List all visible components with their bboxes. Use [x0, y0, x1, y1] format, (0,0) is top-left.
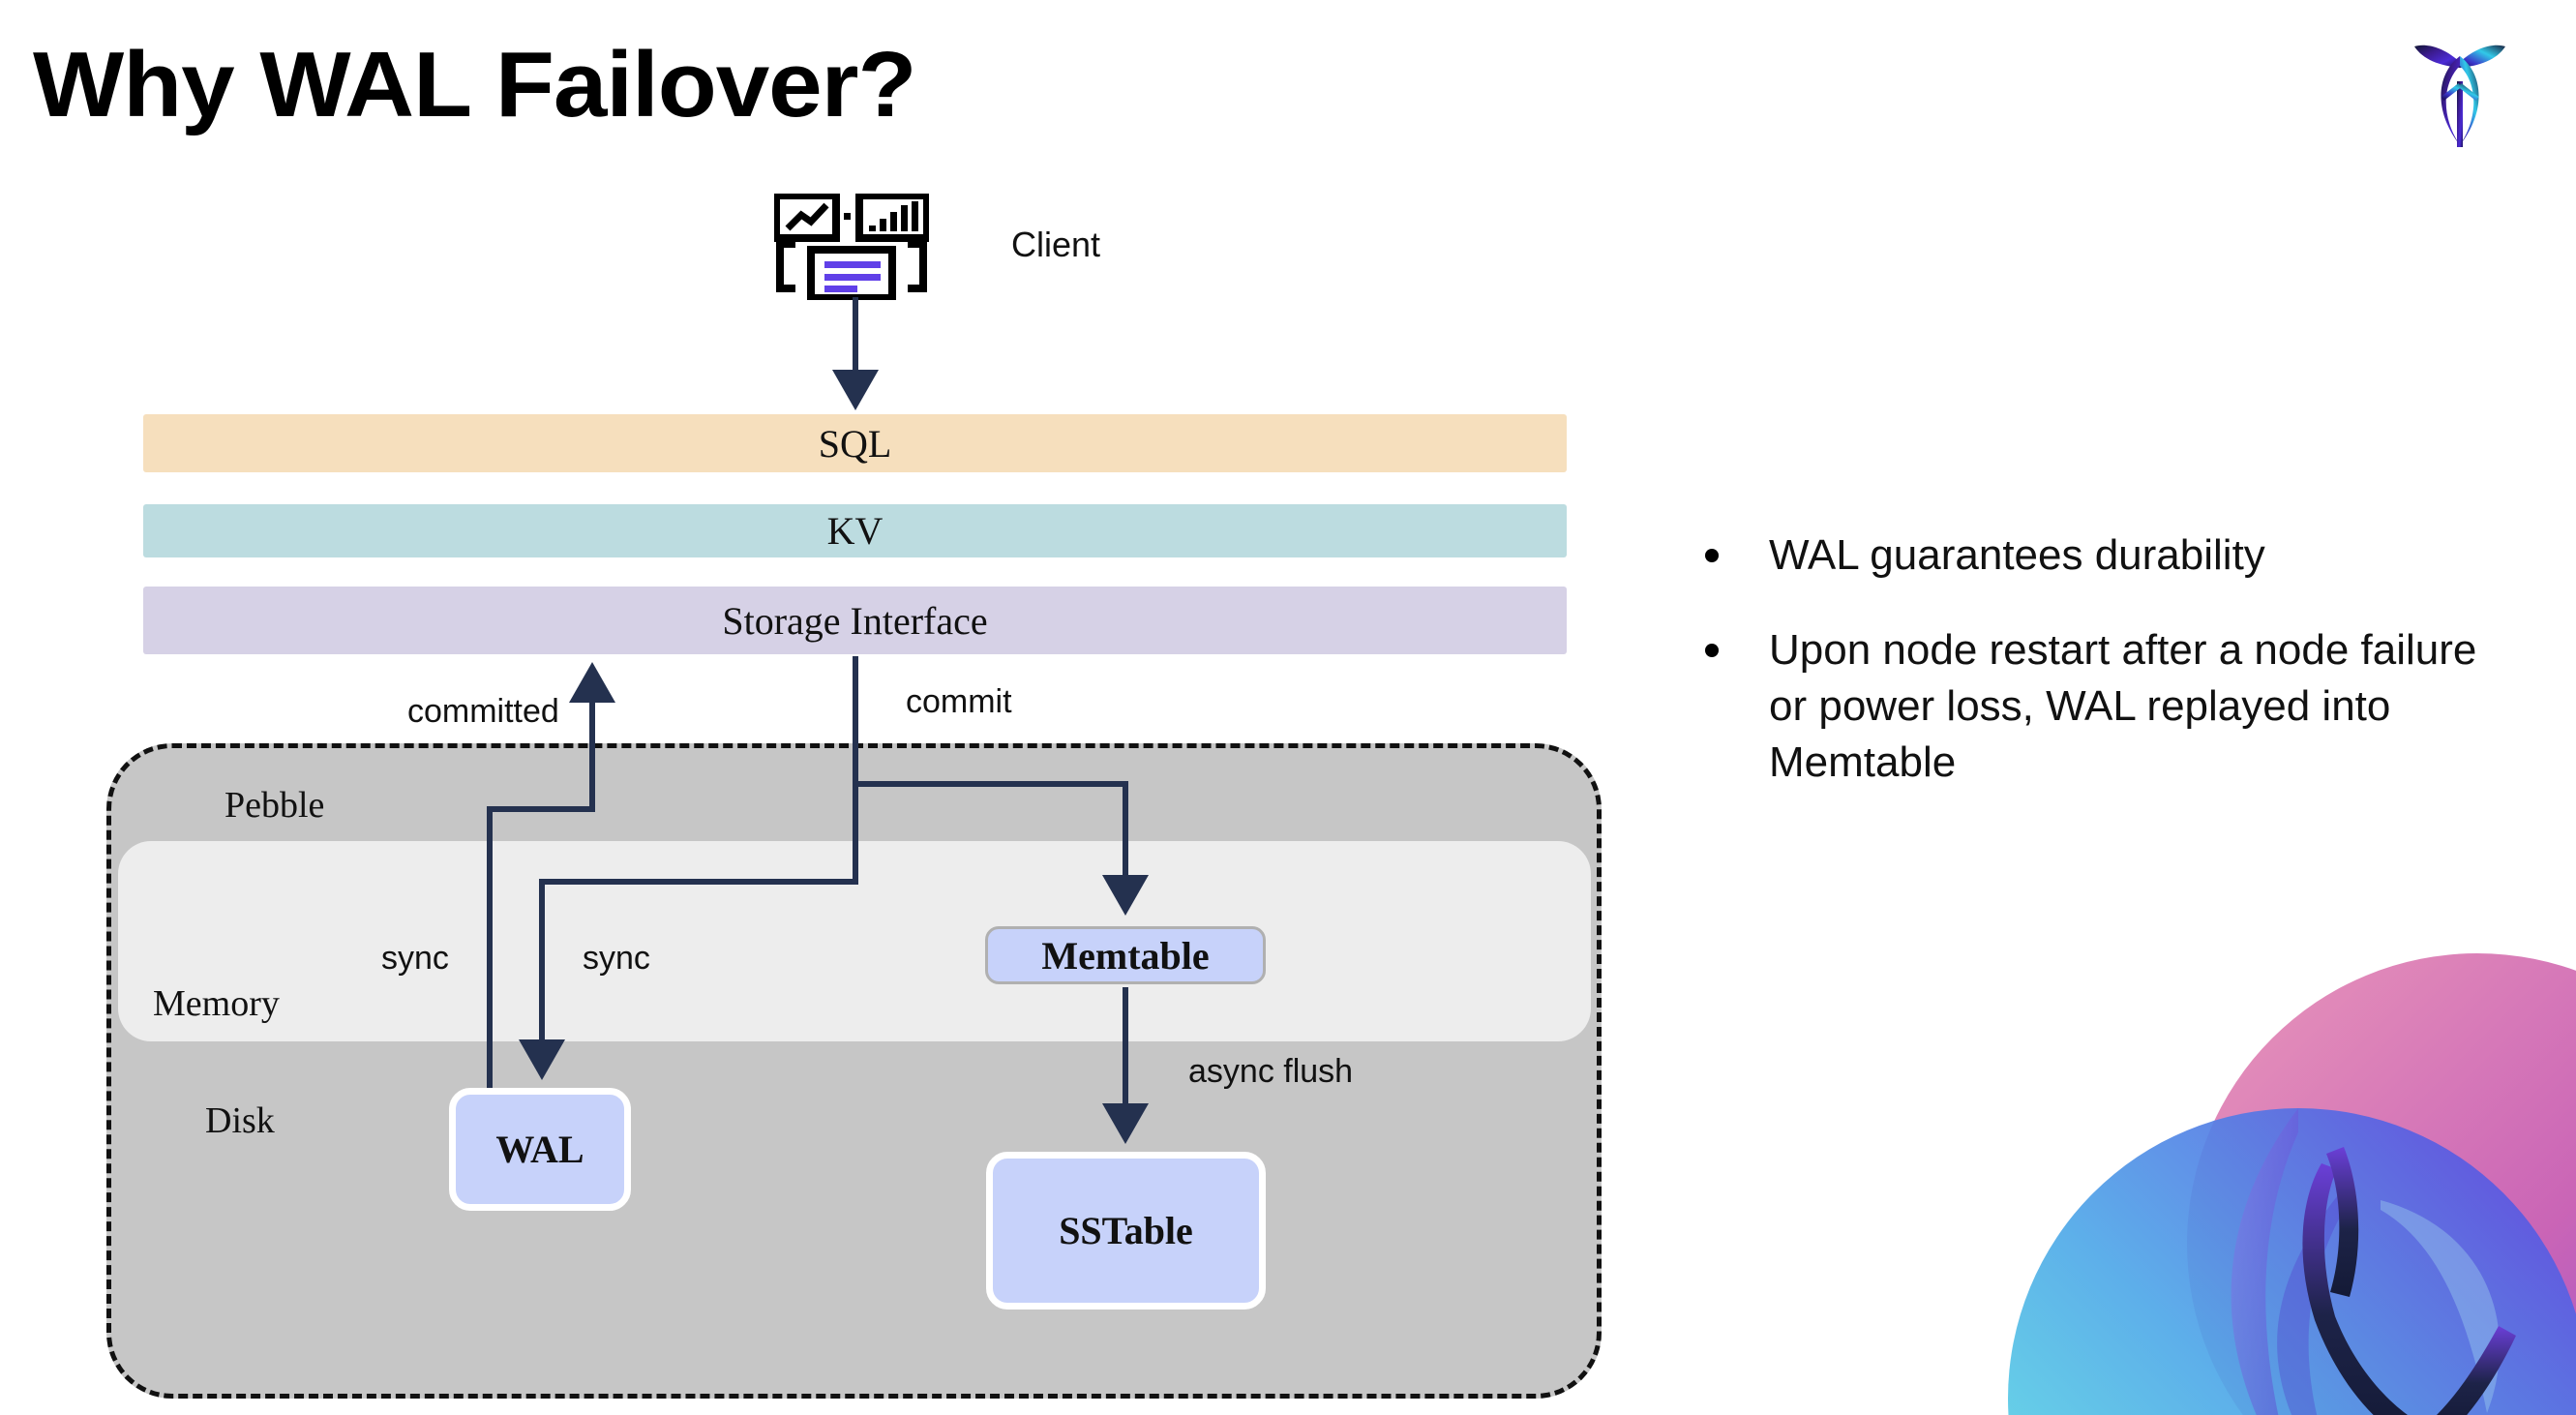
bullet-dot-icon: [1705, 644, 1719, 658]
memory-region: [118, 841, 1591, 1041]
layer-kv: KV: [143, 504, 1567, 557]
node-wal: WAL: [449, 1088, 631, 1211]
memory-label: Memory: [153, 983, 280, 1024]
pebble-label: Pebble: [225, 785, 325, 826]
edge-label-commit: commit: [906, 683, 1012, 720]
edge-label-sync-right: sync: [583, 940, 650, 977]
cockroachdb-logo: [2402, 27, 2518, 151]
disk-label: Disk: [205, 1100, 275, 1141]
bullet-dot-icon: [1705, 549, 1719, 562]
page-title: Why WAL Failover?: [33, 33, 916, 136]
bullet-list: WAL guarantees durability Upon node rest…: [1705, 527, 2499, 829]
decorative-gradient-art: [1964, 910, 2576, 1415]
edge-label-sync-left: sync: [381, 940, 449, 977]
node-memtable: Memtable: [985, 926, 1266, 984]
node-sstable: SSTable: [986, 1152, 1266, 1310]
list-item: WAL guarantees durability: [1705, 527, 2499, 584]
client-dashboard-icon: [772, 192, 931, 302]
edge-label-async-flush: async flush: [1188, 1053, 1354, 1090]
layer-sql: SQL: [143, 414, 1567, 472]
bullet-text: Upon node restart after a node failure o…: [1769, 626, 2477, 787]
edge-label-committed: committed: [407, 693, 559, 730]
list-item: Upon node restart after a node failure o…: [1705, 622, 2499, 791]
bullet-text: WAL guarantees durability: [1769, 531, 2265, 579]
layer-storage-interface: Storage Interface: [143, 587, 1567, 654]
client-label: Client: [1011, 225, 1101, 264]
